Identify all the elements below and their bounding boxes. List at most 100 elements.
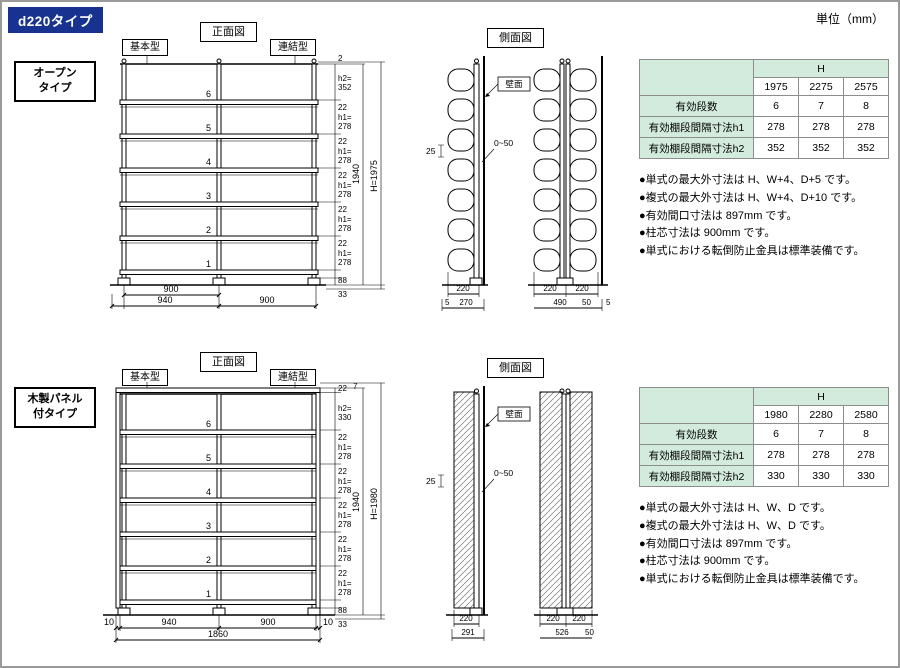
dim-h2-label: h2= — [338, 74, 352, 83]
cell: 278 — [798, 116, 844, 138]
shelf-number: 3 — [206, 521, 211, 531]
cell: 278 — [843, 116, 889, 138]
cell: 6 — [753, 423, 799, 445]
dim-depth-220: 220 — [546, 614, 560, 623]
side-view-open: 壁面 0~50 25 220 5 270 220 220 490 50 — [426, 56, 611, 311]
dim-h1-label: h1= — [338, 113, 352, 122]
dim-basic-width: 940 — [161, 617, 176, 627]
dim-total-490: 490 — [553, 298, 567, 307]
dim-total-526: 526 — [555, 628, 569, 637]
note-line: ●有効間口寸法は 897mm です。 — [639, 209, 798, 222]
dim-depth-220: 220 — [456, 284, 470, 293]
front-view-title-panel: 正面図 — [200, 352, 257, 373]
dim-total-height: H=1980 — [369, 488, 379, 520]
cell: 330 — [753, 465, 799, 487]
dim-floor: 33 — [338, 620, 347, 629]
cell: 278 — [753, 116, 799, 138]
front-panel-structure — [103, 382, 335, 616]
dim-shelf-t: 22 — [338, 535, 347, 544]
notes-open: ●単式の最大外寸法は H、W+4、D+5 です。 ●複式の最大外寸法は H、W+… — [639, 172, 865, 261]
table-row: 有効段数 6 7 8 — [639, 423, 889, 445]
front-view-open: 6 5 4 3 2 1 2 h2= 352 22 h1= 278 — [109, 54, 385, 309]
dim-wall-gap-5: 5 — [606, 298, 611, 307]
open-type-line2: タイプ — [38, 82, 72, 95]
cell: 330 — [798, 465, 844, 487]
dim-shelf-t: 22 — [338, 205, 347, 214]
note-line: ●柱芯寸法は 900mm です。 — [639, 555, 776, 568]
dim-total-width: 1860 — [208, 629, 228, 639]
h-value: 1980 — [753, 405, 799, 424]
joint-type-label-open: 連結型 — [270, 39, 316, 56]
page-title-badge: d220タイプ — [8, 7, 103, 33]
side-panel-dimensions: 壁面 0~50 25 220 291 220 220 526 50 — [426, 406, 594, 641]
shelf-number: 4 — [206, 487, 211, 497]
cell: 7 — [798, 95, 844, 117]
front-view-panel: 6 5 4 3 2 1 22 7 h2= 330 22 h — [103, 382, 385, 643]
dim-depth-220: 220 — [575, 284, 589, 293]
front-open-dimensions: 6 5 4 3 2 1 2 h2= 352 22 h1= 278 — [109, 54, 385, 309]
dim-wall-gap-range: 0~50 — [494, 468, 513, 478]
row-label: 有効棚段間隔寸法h2 — [639, 137, 754, 159]
wall-surface-label: 壁面 — [505, 79, 523, 89]
dim-h1-value: 278 — [338, 486, 352, 495]
shelf-number: 5 — [206, 453, 211, 463]
side-view-title-open: 側面図 — [487, 28, 544, 49]
dim-total-291: 291 — [461, 628, 475, 637]
table-h-header: H — [753, 387, 889, 406]
cell: 8 — [843, 423, 889, 445]
shelf-number: 6 — [206, 89, 211, 99]
dim-depth-220: 220 — [572, 614, 586, 623]
note-line: ●単式の最大外寸法は H、W、D です。 — [639, 502, 831, 514]
cell: 8 — [843, 95, 889, 117]
note-line: ●単式における転倒防止金具は標準装備です。 — [639, 573, 865, 586]
dim-shelf-t: 22 — [338, 467, 347, 476]
wall-surface-label: 壁面 — [505, 409, 523, 419]
panel-type-line1: 木製パネル — [27, 393, 83, 405]
dim-h1-value: 278 — [338, 156, 352, 165]
front-panel-dimensions: 6 5 4 3 2 1 22 7 h2= 330 22 h — [104, 382, 385, 643]
dim-floor: 33 — [338, 290, 347, 299]
panel-type-line2: 付タイプ — [33, 408, 77, 421]
dim-h1-label: h1= — [338, 579, 352, 588]
dim-depth-220: 220 — [543, 284, 557, 293]
table-row: 有効棚段間隔寸法h2 330 330 330 — [639, 465, 889, 487]
dim-pitch-25: 25 — [426, 476, 436, 486]
dim-gap-5: 5 — [445, 298, 450, 307]
dim-shelf-t: 22 — [338, 137, 347, 146]
dim-h1-value: 278 — [338, 224, 352, 233]
shelf-number: 1 — [206, 589, 211, 599]
dim-h1-label: h1= — [338, 443, 352, 452]
table-row: 有効棚段間隔寸法h2 352 352 352 — [639, 137, 889, 159]
dim-center-gap-50: 50 — [585, 628, 594, 637]
cell: 7 — [798, 423, 844, 445]
dim-h1-value: 278 — [338, 122, 352, 131]
h-value: 2575 — [843, 77, 889, 96]
side-view-panel: 壁面 0~50 25 220 291 220 220 526 50 — [426, 386, 598, 641]
side-open-dimensions: 壁面 0~50 25 220 5 270 220 220 490 50 — [426, 76, 611, 311]
dim-h1-value: 278 — [338, 588, 352, 597]
spec-table-panel: H 1980 2280 2580 有効段数 6 7 8 有効棚段間隔寸法h1 2… — [639, 387, 889, 487]
side-open-structure — [442, 56, 608, 286]
dim-h1-value: 278 — [338, 554, 352, 563]
cell: 330 — [843, 465, 889, 487]
dim-center-gap-50: 50 — [582, 298, 591, 307]
note-line: ●単式における転倒防止金具は標準装備です。 — [639, 245, 865, 258]
side-panel-structure — [446, 386, 598, 616]
dim-top-gap: 2 — [338, 54, 343, 63]
dim-total-height: H=1975 — [369, 160, 379, 192]
dim-pitch-25: 25 — [426, 146, 436, 156]
dim-depth-220: 220 — [459, 614, 473, 623]
note-line: ●単式の最大外寸法は H、W+4、D+5 です。 — [639, 174, 857, 186]
dim-shelf-t: 22 — [338, 569, 347, 578]
h-value: 2280 — [798, 405, 844, 424]
h-value: 2580 — [843, 405, 889, 424]
table-row: 有効段数 6 7 8 — [639, 95, 889, 117]
unit-note: 単位（mm） — [816, 12, 884, 26]
dim-panel-t: 22 — [338, 384, 347, 393]
table-row: 有効棚段間隔寸法h1 278 278 278 — [639, 444, 889, 466]
basic-type-label-panel: 基本型 — [122, 369, 168, 386]
shelf-number: 5 — [206, 123, 211, 133]
dim-base: 88 — [338, 276, 347, 285]
front-open-structure — [110, 56, 326, 286]
